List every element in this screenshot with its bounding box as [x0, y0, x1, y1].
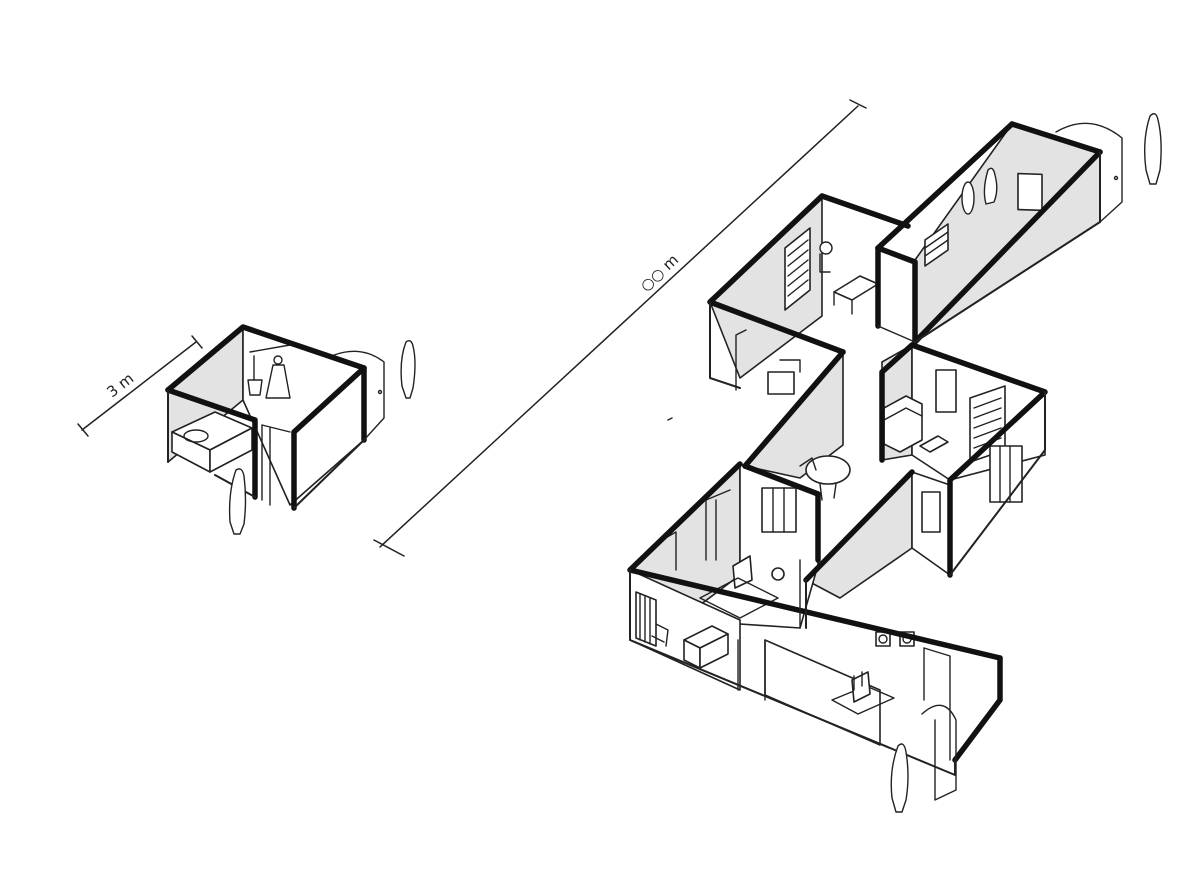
small-unit-dimension-label: 3 m — [103, 369, 137, 401]
window — [935, 369, 957, 413]
small-unit-inner — [242, 326, 365, 506]
person-figure — [400, 339, 416, 399]
piano — [883, 395, 923, 453]
small-unit-bed — [171, 411, 253, 473]
person-figure — [890, 743, 909, 813]
side-table — [771, 567, 785, 581]
small-unit-top-wall — [165, 324, 367, 393]
corridor-room — [924, 151, 1101, 267]
round-table — [805, 455, 851, 485]
small-unit: 3 m — [77, 324, 416, 535]
bookshelf-sw — [635, 591, 657, 647]
desk — [833, 275, 879, 301]
chair — [767, 371, 795, 395]
small-unit-right-front-wall — [291, 365, 367, 511]
large-unit — [627, 113, 1162, 813]
person-figure — [228, 468, 247, 535]
clothes-rack — [247, 344, 291, 399]
small-unit-door — [333, 350, 385, 441]
person-figure — [1143, 113, 1162, 185]
large-unit-dimension-label: ○○ m — [636, 251, 682, 295]
room-nw — [735, 227, 879, 395]
large-unit-door — [1055, 122, 1123, 223]
room-s — [764, 631, 951, 761]
window-center — [761, 487, 797, 533]
room-east-lower — [911, 471, 951, 576]
window-e — [989, 445, 1023, 503]
hall — [799, 455, 851, 501]
large-unit-door-south — [921, 704, 957, 801]
small-unit-front-wall — [165, 387, 258, 500]
